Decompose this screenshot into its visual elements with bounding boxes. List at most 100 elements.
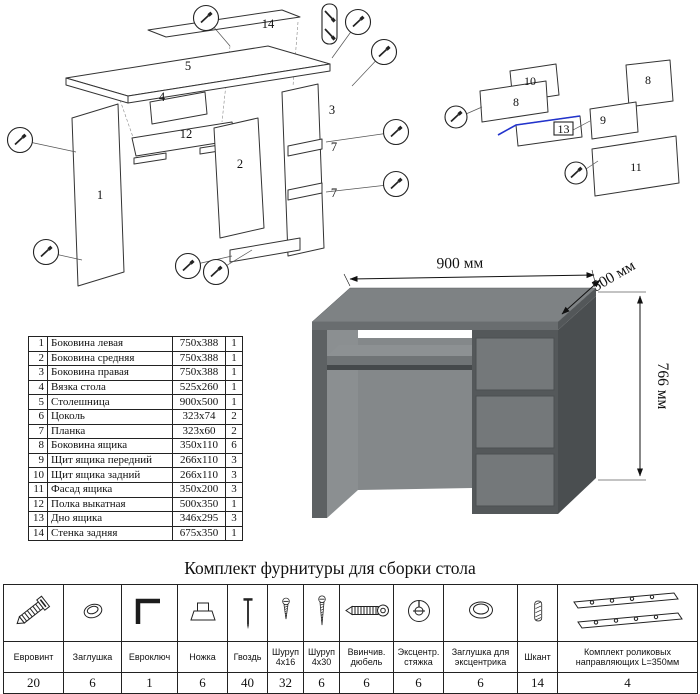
tie-panel-part xyxy=(149,91,208,125)
screw-4x16-icon xyxy=(281,597,290,619)
part-name: Цоколь xyxy=(47,408,173,425)
part-qty: 1 xyxy=(225,365,243,381)
plank-part-2 xyxy=(287,182,323,201)
hardware-qty: 32 xyxy=(267,672,304,694)
part-qty: 1 xyxy=(225,394,243,410)
part-label: 1 xyxy=(97,188,103,202)
drawer-exploded-diagram: 10 8 8 9 13 11 xyxy=(444,59,680,197)
depth-dimension-label: 500 мм xyxy=(589,257,638,295)
part-label: 3 xyxy=(329,103,335,117)
part-size: 266x110 xyxy=(172,467,226,483)
part-size: 350x200 xyxy=(172,481,226,498)
desk-exploded-diagram: 14 5 4 1 12 2 3 7 7 xyxy=(6,3,410,287)
part-label: 9 xyxy=(600,113,606,127)
drawer-side-part-right xyxy=(625,59,674,108)
part-name: Боковина ящика xyxy=(47,438,173,454)
hardware-name: Шуруп 4x16 xyxy=(267,641,304,673)
hardware-name: Заглушка xyxy=(63,641,122,673)
hardware-icon-row xyxy=(3,584,698,642)
drawer-facade-part xyxy=(591,135,680,197)
part-label: 5 xyxy=(185,59,191,73)
part-qty: 3 xyxy=(225,467,243,483)
screw-dowel-icon xyxy=(344,604,389,616)
part-size: 525x260 xyxy=(172,379,226,396)
desk-back-wall xyxy=(358,338,472,490)
hardware-name: Ножка xyxy=(177,641,228,673)
hardware-name: Ввинчив. дюбель xyxy=(339,641,394,673)
part-13-label-box xyxy=(553,121,574,136)
part-qty: 1 xyxy=(225,525,243,542)
part-size: 346x295 xyxy=(172,511,226,527)
part-num: 10 xyxy=(28,467,48,483)
part-label: 12 xyxy=(180,127,193,141)
keyboard-shelf-shadow xyxy=(327,365,472,370)
part-num: 14 xyxy=(28,525,48,542)
keyboard-shelf-top xyxy=(327,345,484,356)
part-label: 11 xyxy=(630,160,642,174)
hardware-icon-cell xyxy=(557,584,698,642)
desk-parts xyxy=(65,9,331,287)
hardware-icon-cell xyxy=(267,584,304,642)
hardware-name: Шуруп 4x30 xyxy=(303,641,340,673)
hardware-name: Эксцентр. стяжка xyxy=(393,641,444,673)
plinth-part xyxy=(229,237,301,263)
hardware-icon-cell xyxy=(393,584,444,642)
hardware-name: Гвоздь xyxy=(227,641,268,673)
part-name: Вязка стола xyxy=(47,379,173,396)
drawer-front-3 xyxy=(475,453,555,507)
part-size: 266x110 xyxy=(172,452,226,469)
part-name: Планка xyxy=(47,423,173,440)
roller-rail-icon xyxy=(572,591,683,629)
hardware-qty: 14 xyxy=(517,672,558,694)
hardware-icon-cell xyxy=(121,584,178,642)
hardware-qty: 6 xyxy=(177,672,228,694)
hardware-icon-cell xyxy=(339,584,394,642)
hardware-qty: 20 xyxy=(3,672,64,694)
euroscrew-icon xyxy=(15,595,50,624)
part-name: Боковина правая xyxy=(47,365,173,381)
middle-side-part xyxy=(213,117,265,239)
screw-4x30-icon xyxy=(317,594,326,625)
hardware-name: Комплект роликовых направляющих L=350мм xyxy=(557,641,698,673)
part-qty: 2 xyxy=(225,408,243,425)
hardware-qty: 6 xyxy=(443,672,518,694)
part-num: 9 xyxy=(28,452,48,469)
part-size: 323x60 xyxy=(172,423,226,440)
wooden-dowel-icon xyxy=(533,600,542,621)
width-dimension-label: 900 мм xyxy=(436,255,483,273)
part-label: 7 xyxy=(331,186,337,200)
part-label: 10 xyxy=(524,74,536,88)
hardware-qty: 6 xyxy=(339,672,394,694)
part-label: 8 xyxy=(513,95,519,109)
cam-lock-icon xyxy=(407,599,430,622)
part-label: 4 xyxy=(159,90,166,104)
hardware-qty: 6 xyxy=(303,672,340,694)
part-num: 5 xyxy=(28,394,48,410)
foot-icon xyxy=(189,602,216,620)
part-qty: 1 xyxy=(225,350,243,367)
hardware-name: Заглушка для эксцентрика xyxy=(443,641,518,673)
hardware-icon-cell xyxy=(3,584,64,642)
part-size: 323x74 xyxy=(172,408,226,425)
back-panel-part xyxy=(147,9,301,38)
part-name: Боковина левая xyxy=(47,336,173,352)
part-label: 14 xyxy=(262,17,275,31)
part-name: Щит ящика задний xyxy=(47,467,173,483)
hardware-kit-table: Евровинт Заглушка Евроключ Ножка Гвоздь … xyxy=(3,584,698,694)
tabletop-front-edge xyxy=(312,322,558,330)
part-label: 2 xyxy=(237,157,243,171)
part-name: Фасад ящика xyxy=(47,481,173,498)
part-labels: 14 5 4 1 12 2 3 7 7 xyxy=(97,17,337,202)
callout-box xyxy=(321,3,338,45)
hardware-qty: 40 xyxy=(227,672,268,694)
hardware-qty: 6 xyxy=(63,672,122,694)
part-num: 3 xyxy=(28,365,48,381)
